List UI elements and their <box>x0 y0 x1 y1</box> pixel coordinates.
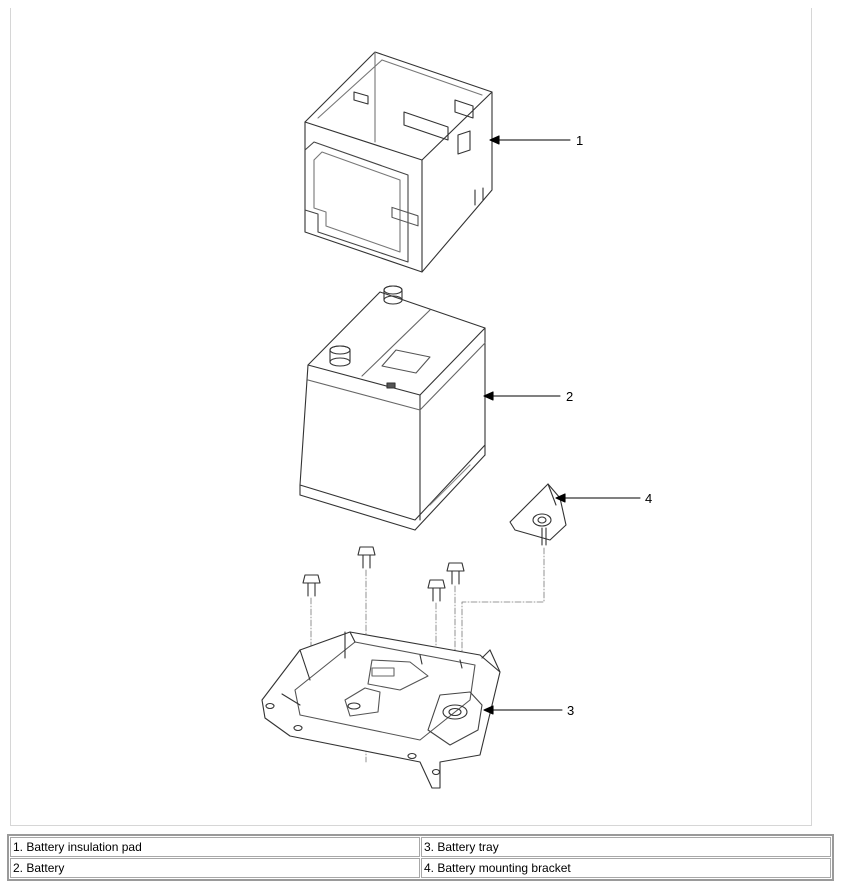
battery-tray <box>261 631 501 789</box>
legend-row: 2. Battery 4. Battery mounting bracket <box>10 858 831 878</box>
exploded-view-diagram: 1 2 4 <box>261 51 652 789</box>
callout-arrow-1 <box>489 135 500 145</box>
legend-cell: 3. Battery tray <box>421 837 831 857</box>
diagram-frame <box>10 8 812 826</box>
legend-cell: 4. Battery mounting bracket <box>421 858 831 878</box>
parts-legend-table: 1. Battery insulation pad 3. Battery tra… <box>7 834 834 881</box>
bolt-3 <box>446 562 465 585</box>
mounting-bolts <box>302 546 465 602</box>
callout-arrow-3 <box>483 705 494 715</box>
bolt-2 <box>357 546 376 569</box>
legend-cell: 2. Battery <box>10 858 420 878</box>
callout-label-1: 1 <box>576 133 583 148</box>
callout-arrow-4 <box>555 493 566 503</box>
callout-arrow-2 <box>483 391 494 401</box>
callout-label-3: 3 <box>567 703 574 718</box>
callout-label-4: 4 <box>645 491 652 506</box>
legend-cell: 1. Battery insulation pad <box>10 837 420 857</box>
callout-label-2: 2 <box>566 389 573 404</box>
battery <box>299 285 486 531</box>
battery-mounting-bracket <box>509 483 567 546</box>
battery-insulation-pad <box>304 51 493 273</box>
bolt-1 <box>302 574 321 597</box>
bolt-4 <box>427 579 446 602</box>
legend-row: 1. Battery insulation pad 3. Battery tra… <box>10 837 831 857</box>
